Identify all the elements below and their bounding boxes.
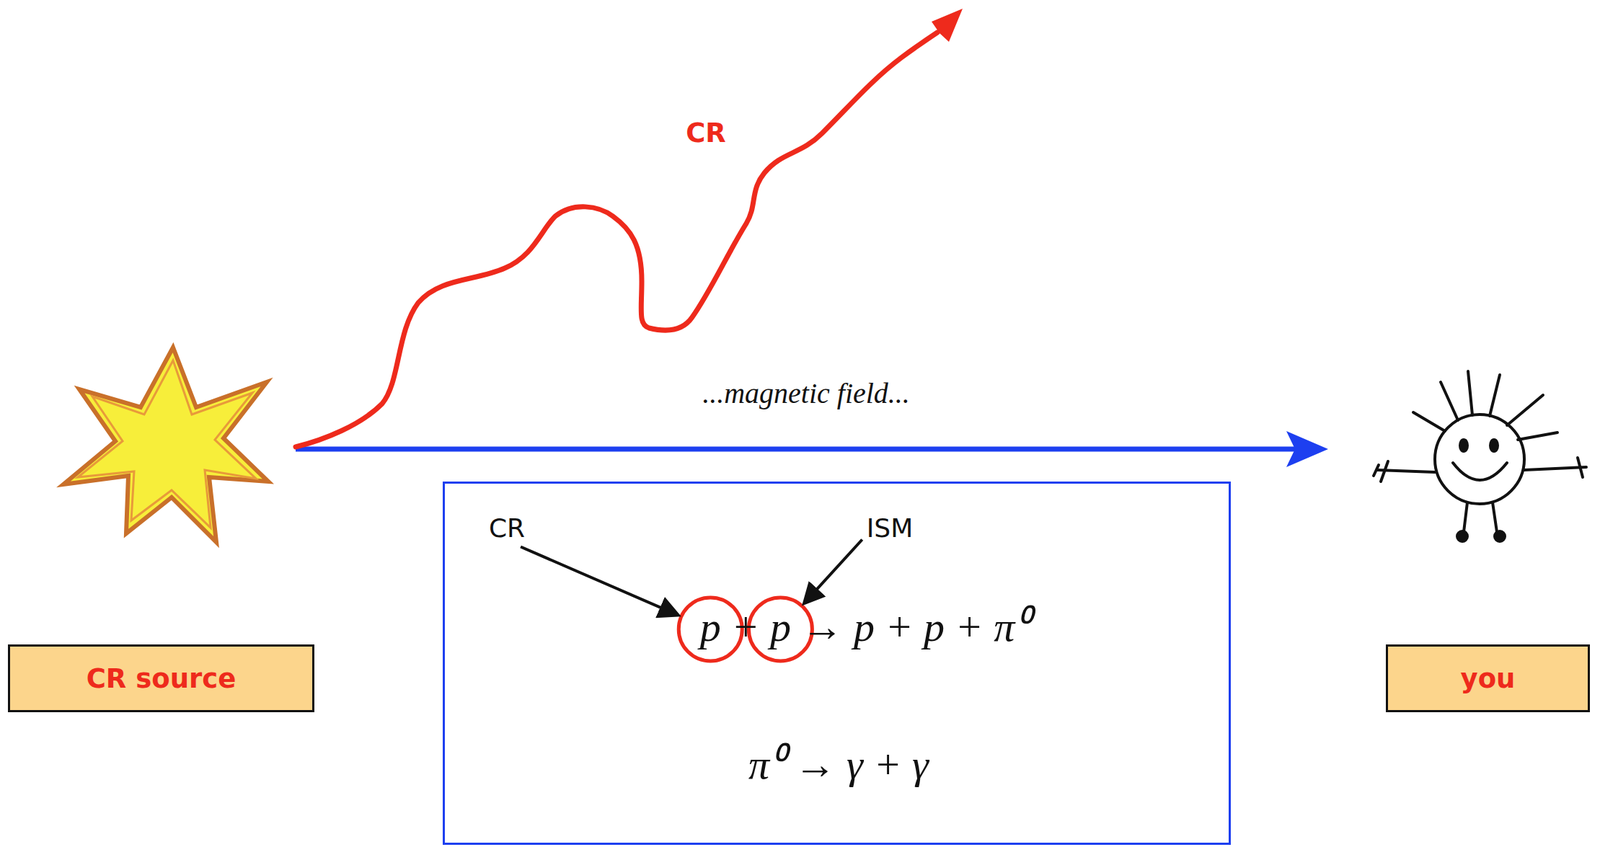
field-arrow-head xyxy=(1286,431,1329,468)
source-label-box: CR source xyxy=(7,644,315,713)
box-label: CR source xyxy=(86,663,237,695)
observer-figure xyxy=(1373,371,1587,542)
box-label: you xyxy=(1460,663,1516,695)
cosmic-ray-path xyxy=(295,32,938,448)
pointer-arrow xyxy=(520,547,676,616)
reaction-equation: p + p → p + p + π⁰ xyxy=(700,596,1029,654)
reaction-equation: π⁰ → γ + γ xyxy=(748,734,929,791)
particle-label: ISM xyxy=(866,513,914,543)
cosmic-ray-head xyxy=(931,8,963,42)
pointer-arrow xyxy=(805,540,862,603)
source-star-inner xyxy=(77,360,256,528)
source-star xyxy=(63,347,269,543)
field-arrow-line xyxy=(295,447,1298,453)
cr-label: CR xyxy=(685,117,727,149)
reaction-box: CR ISM p + p → p + p + π⁰ π⁰ → γ + γ xyxy=(442,481,1231,846)
observer-label-box: you xyxy=(1385,644,1590,713)
reaction-marks xyxy=(444,483,1229,843)
particle-label: CR xyxy=(488,513,525,543)
field-label: ...magnetic field... xyxy=(702,376,910,411)
